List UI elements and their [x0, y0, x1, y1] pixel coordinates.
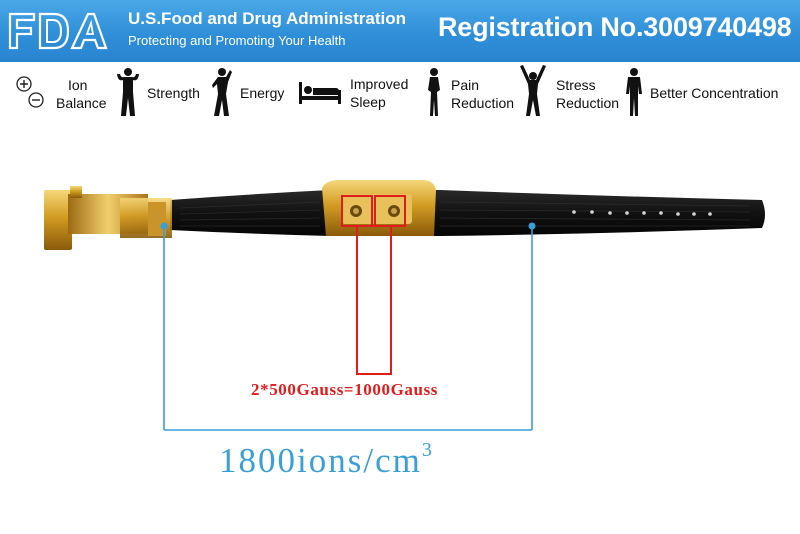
benefit-label-stress-line1: Stress: [556, 77, 596, 93]
woman-silhouette-icon: [428, 68, 440, 116]
benefit-label-sleep-line2: Sleep: [350, 94, 386, 110]
fda-logo: [8, 12, 108, 50]
agency-tagline: Protecting and Promoting Your Health: [128, 33, 346, 48]
registration-number: Registration No.3009740498: [438, 12, 792, 42]
stretching-woman-icon: [520, 65, 546, 116]
benefit-label-energy: Energy: [240, 85, 285, 101]
ion-density-value: 1800ions/cm: [219, 441, 422, 480]
benefit-label-stress-line2: Reduction: [556, 95, 620, 111]
benefit-label-pain-line2: Reduction: [451, 95, 515, 111]
ion-density-exponent: 3: [421, 439, 434, 461]
benefit-label-sleep-line1: Improved: [350, 76, 409, 92]
bracelet-image: [44, 180, 765, 250]
benefit-label-ion-line2: Balance: [56, 95, 107, 111]
benefit-label-strength: Strength: [147, 85, 200, 101]
magnet-strength-label: 2*500Gauss=1000Gauss: [251, 380, 439, 399]
bed-icon: [299, 82, 341, 104]
benefits-row: Ion Balance Strength Energy Improved Sle…: [0, 62, 800, 124]
standing-man-icon: [626, 68, 642, 116]
benefit-label-ion-line1: Ion: [68, 77, 88, 93]
benefit-label-concentration: Better Concentration: [650, 85, 779, 101]
ion-density-label: 1800ions/cm3: [219, 439, 434, 481]
header-banner: U.S.Food and Drug Administration Protect…: [0, 0, 800, 62]
plus-minus-icon: [16, 76, 44, 108]
strongman-icon: [117, 68, 139, 116]
benefit-label-pain-line1: Pain: [451, 77, 480, 93]
energetic-person-icon: [212, 68, 232, 116]
agency-name: U.S.Food and Drug Administration: [128, 9, 406, 28]
